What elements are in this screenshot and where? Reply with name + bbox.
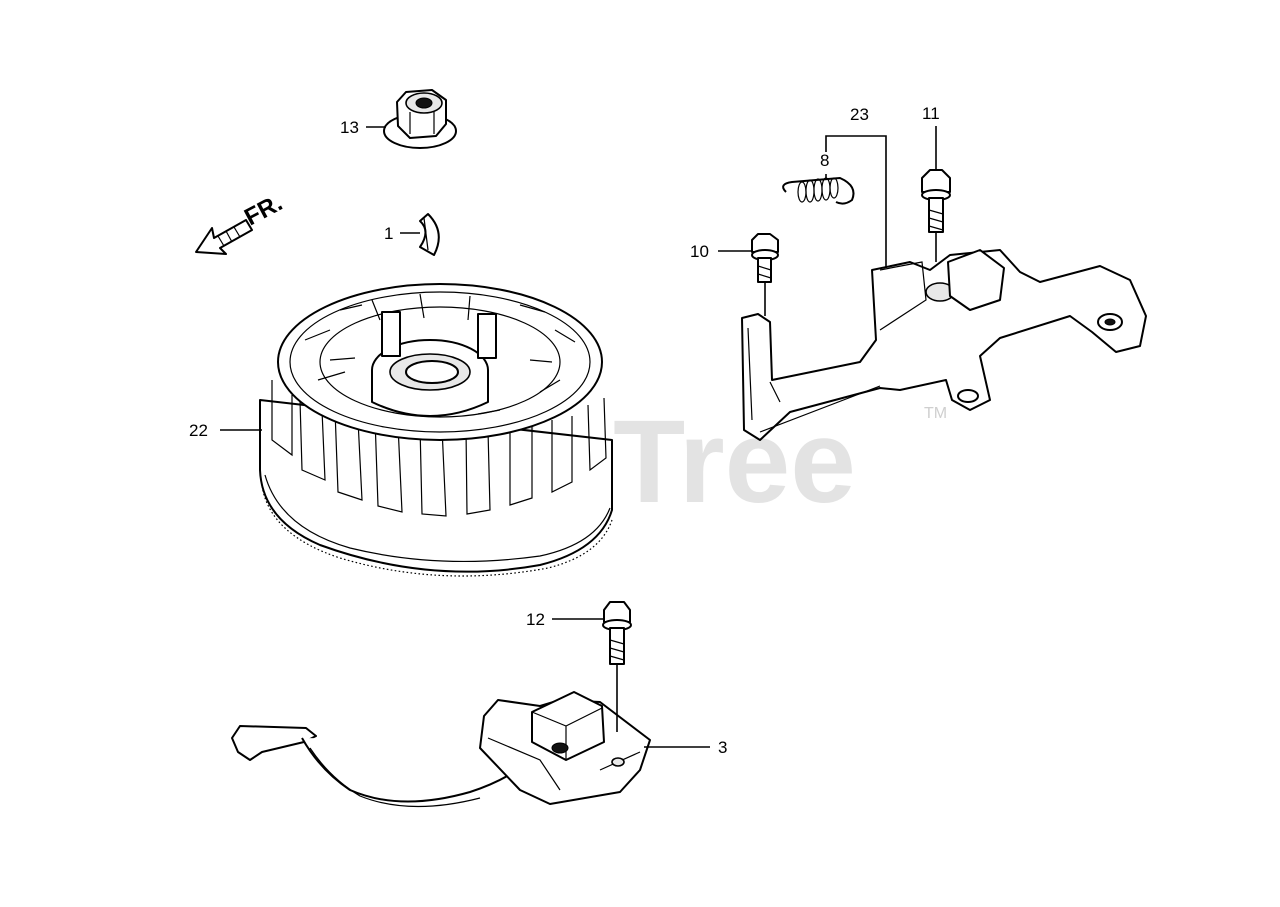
- leader-lines: [220, 126, 937, 748]
- callout-22: 22: [189, 421, 208, 440]
- callout-3: 3: [718, 738, 727, 757]
- callout-13: 13: [340, 118, 359, 137]
- woodruff-key-1[interactable]: [419, 213, 440, 256]
- callout-8: 8: [820, 151, 829, 170]
- front-direction-arrow-icon: [195, 219, 253, 255]
- bolt-12[interactable]: [602, 601, 632, 665]
- governor-bracket-23[interactable]: [741, 249, 1147, 441]
- callout-12: 12: [526, 610, 545, 629]
- ignition-coil-3[interactable]: [231, 691, 651, 808]
- callout-23: 23: [850, 105, 869, 124]
- callout-11: 11: [922, 104, 940, 123]
- flywheel-22[interactable]: [259, 283, 613, 577]
- flange-nut-13[interactable]: [383, 89, 457, 149]
- governor-spring-8[interactable]: [782, 177, 855, 205]
- watermark-trademark: TM: [924, 405, 947, 422]
- bolt-11[interactable]: [921, 169, 951, 233]
- callout-10: 10: [690, 242, 709, 261]
- callout-1: 1: [384, 224, 393, 243]
- callout-labels: 13 1 22 23 11 8 10 12 3: [189, 104, 940, 757]
- bolt-10[interactable]: [751, 233, 779, 283]
